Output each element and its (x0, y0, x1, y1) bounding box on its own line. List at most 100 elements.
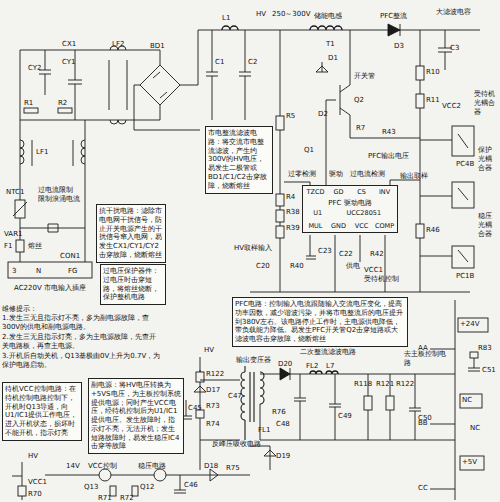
part-label: 受待机控制 (364, 275, 399, 284)
part-label: 受待机光耦合器 (474, 90, 498, 116)
part-label: 保护光耦合器 (478, 146, 498, 172)
part-label: 输出变压器 (236, 356, 271, 365)
part-label: 去主板控制电路 (404, 350, 446, 368)
part-label: HV取样输入 (234, 244, 272, 253)
part-label: C46 (184, 481, 198, 490)
part-label: 过电流限制 (38, 186, 73, 195)
part-label: 供电 (346, 262, 360, 271)
callout-text: 抗干扰电路：滤除市电电网干扰信号，防止开关电源产生的干扰信号窜入电网，易发生CX… (99, 207, 163, 260)
part-label: D2 (318, 110, 328, 119)
part-label: 250～300V (272, 10, 311, 19)
part-label: C45 (188, 404, 202, 413)
part-label: LF1 (36, 148, 48, 157)
callout-box: 副电源：将HV电压转换为+5VS电压，为主板控制系统提供电源；同时产生VCC电压… (88, 378, 184, 454)
part-label: R122 (396, 380, 414, 389)
part-label: R4 (286, 193, 295, 202)
part-label: CC (418, 484, 428, 493)
part-label: +24V (460, 320, 480, 329)
part-label: HV (256, 10, 266, 19)
part-label: R40 (290, 262, 304, 271)
part-label: R42 (370, 250, 384, 259)
part-label: 过零检测 (288, 170, 316, 179)
part-label: F1 (4, 242, 12, 251)
part-label: HV (204, 346, 214, 355)
part-label: R122 (206, 370, 224, 379)
part-label: R71 (98, 494, 112, 502)
part-label: R38 (286, 208, 300, 217)
part-label: 稳压光耦合器 (478, 212, 498, 238)
pin-name: VCC (350, 222, 373, 230)
part-label: PFC整流 (380, 12, 407, 21)
part-label: R5 (286, 112, 295, 121)
pin-name: CS (350, 188, 373, 196)
part-label: HV (28, 452, 38, 461)
part-label: 二次整流滤波电路 (300, 348, 356, 357)
part-label: D19 (276, 452, 290, 461)
part-label: 维修提示： (2, 305, 37, 314)
part-label: LF2 (112, 40, 124, 49)
part-label: VCC控制 (88, 462, 117, 471)
pin-name: U1 (304, 209, 332, 221)
part-label: Q1 (304, 146, 314, 155)
part-label: R1 (24, 99, 33, 108)
part-label: NC (470, 424, 480, 433)
part-label: C23 (318, 247, 332, 256)
callout-text: 待机VCC控制电路：在待机控制电路控制下，开机时Q13导通，向U1/IC1提供工… (5, 385, 79, 438)
part-label: R75 (226, 464, 240, 473)
callout-box: 待机VCC控制电路：在待机控制电路控制下，开机时Q13导通，向U1/IC1提供工… (2, 382, 82, 441)
part-label: C20 (256, 262, 270, 271)
part-label: R83 (478, 344, 492, 353)
callout-box: PFC电路：控制输入电流跟随输入交流电压变化，提高功率因数，减少谐波污染，并将市… (232, 297, 408, 347)
part-label: 稳压电路 (138, 462, 166, 471)
callout-text: 过电压保护器件：过电压时击穿短路，将熔丝烧断，保护整机电路 (103, 267, 163, 302)
part-label: R72 (120, 494, 134, 502)
part-label: 限制浪涌电流 (38, 195, 80, 204)
part-label: BD1 (150, 42, 165, 51)
part-label: R121 (376, 380, 394, 389)
part-label: T1 (326, 40, 335, 49)
pin-name: COMP (373, 222, 396, 230)
pin-name: PFC 驱动电路 (304, 199, 396, 208)
callout-box: 抗干扰电路：滤除市电电网干扰信号，防止开关电源产生的干扰信号窜入电网，易发生CX… (96, 204, 166, 263)
part-label: CY2 (28, 64, 42, 73)
part-label: C3 (450, 44, 459, 53)
part-label: R43 (382, 128, 396, 137)
part-label: PC1B (456, 272, 474, 281)
part-label: 反峰压吸收电路 (212, 440, 261, 449)
callout-text: 市电整流滤波电路：将交流市电整流滤波，产生约300V的HV电压，易发生二极管或B… (208, 129, 270, 190)
part-label: 14V (66, 462, 80, 471)
pin-name: INV (373, 188, 396, 196)
pin-name: MUL (304, 222, 327, 230)
callout-text: 副电源：将HV电压转换为+5VS电压，为主板控制系统提供电源；同时产生VCC电压… (91, 381, 181, 451)
part-label: 储能电感 (314, 12, 342, 21)
part-label: D17 (206, 386, 220, 395)
part-label: R118 (354, 380, 372, 389)
part-label: CON1 (60, 252, 80, 261)
part-label: +5V (462, 458, 477, 467)
part-label: R7 (356, 124, 365, 133)
pin-name: GND (327, 222, 350, 230)
part-label: AA (418, 344, 428, 353)
part-label: C51 (482, 366, 496, 375)
part-label: R11 (426, 96, 440, 105)
part-label: CX1 (62, 40, 76, 49)
pin-name: UCC28051 (332, 209, 396, 217)
part-label: PC4B (456, 160, 474, 169)
part-label: Q13 (84, 483, 98, 492)
part-label: 熔丝 (28, 242, 42, 251)
part-label: 2.发生三无且指示灯亮，多为主电源故障，先查开关电路板，再查主电源。 (2, 333, 162, 351)
part-label: 3 (12, 267, 16, 276)
part-label: FG (68, 267, 77, 276)
part-label: NTC1 (6, 188, 24, 197)
part-label: VCC2 (442, 102, 461, 111)
part-label: C47 (228, 392, 242, 401)
part-label: C22 (339, 250, 353, 259)
part-label: R76 (272, 408, 286, 417)
part-label: D1 (328, 54, 338, 63)
part-label: L7 (326, 362, 334, 371)
part-label: C2 (248, 58, 257, 67)
pin-name: TZCD (304, 188, 327, 196)
part-label: 过电流检测 (350, 170, 385, 179)
part-label: 3.开机后自动关机，Q13基极由0V上升为0.7V，为保护电路启动。 (2, 352, 162, 370)
